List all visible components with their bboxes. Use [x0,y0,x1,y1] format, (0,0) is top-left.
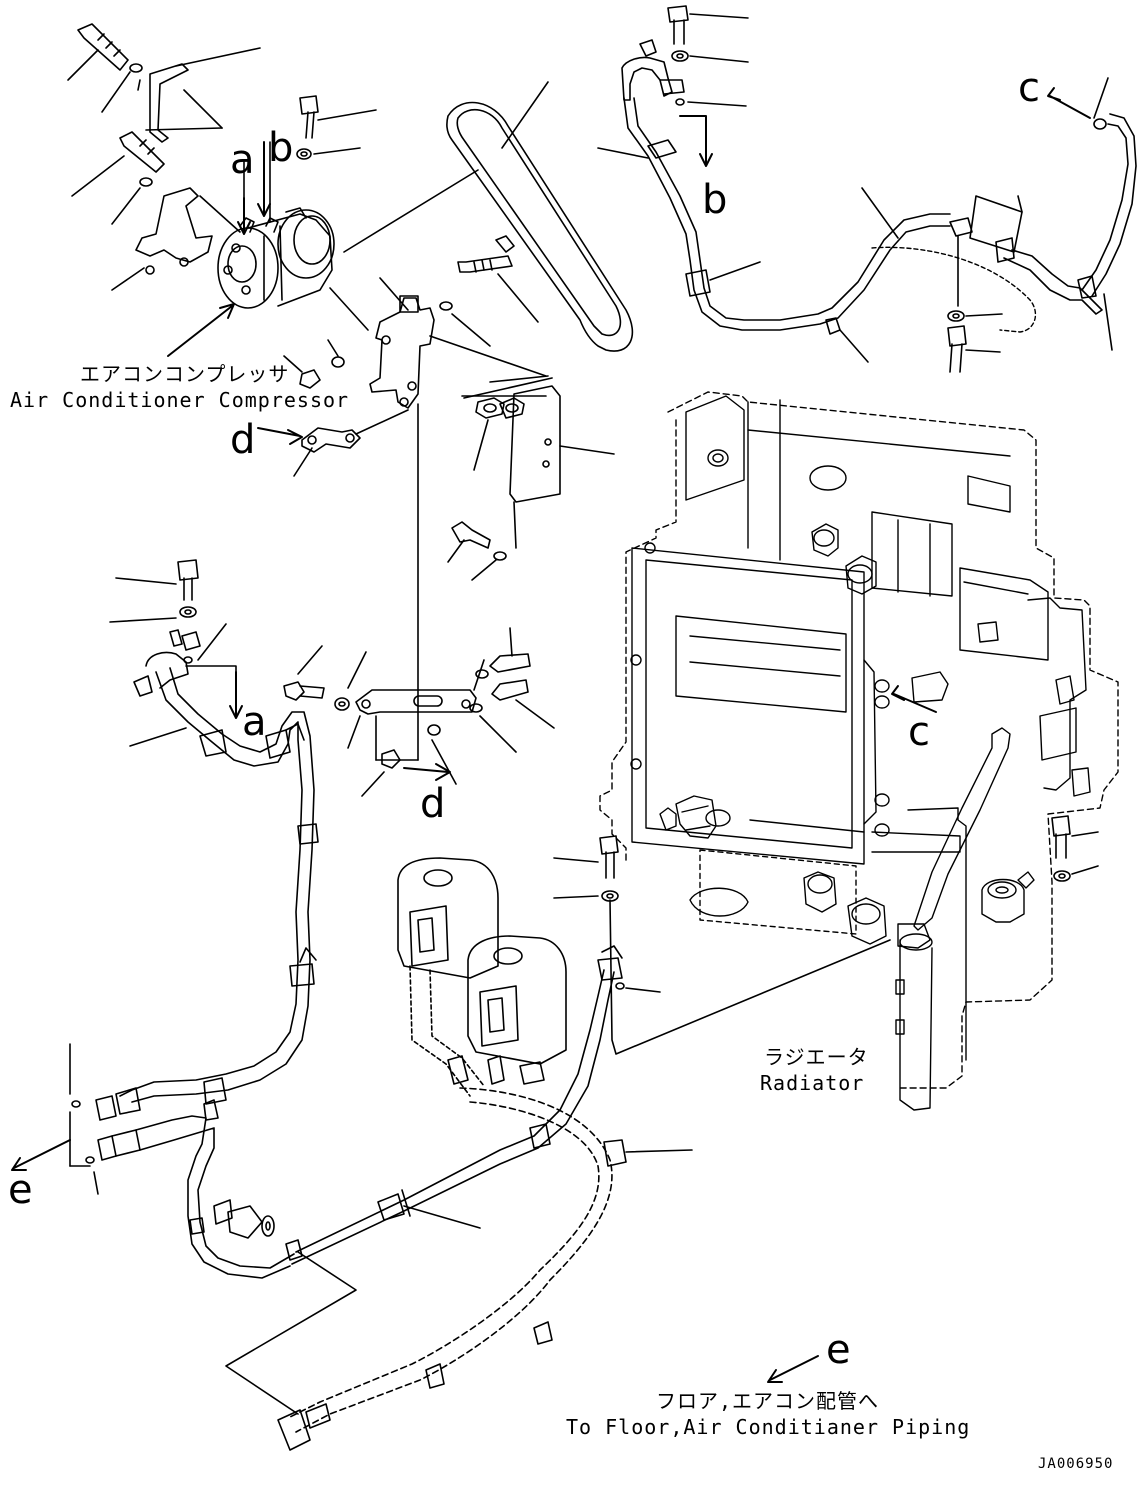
floor-piping [69,945,693,1451]
washer-tanks [397,857,567,1097]
bracket-d [293,409,409,477]
floor-label-en: To Floor,Air Conditianer Piping [566,1415,971,1439]
compressor-mount-bracket [369,277,549,761]
view-letter-b-right: b [702,177,728,223]
compressor-label-en: Air Conditioner Compressor [10,388,350,412]
side-bracket [463,377,615,549]
arrow-c-mid [891,685,937,713]
view-letter-d-mid: d [420,781,446,827]
arrow-b-top [257,141,271,217]
center-bolts [283,235,539,389]
side-bracket-bolt [447,521,507,581]
hose-a-lower [69,559,319,1121]
radiator-label-en: Radiator [760,1071,865,1095]
arrow-e-left [11,1139,71,1171]
v-belt [446,81,634,352]
arrow-d-left [257,427,303,445]
arrow-a-top [237,197,251,235]
compressor-bolts-group [67,23,377,225]
floor-label-jp: フロア,エアコン配管へ [656,1389,880,1413]
arrow-e-bottom [767,1355,819,1383]
arrow-a-mid [229,671,243,719]
view-letter-b-top: b [268,125,294,171]
tension-bracket [283,627,555,797]
radiator-assembly [599,246,1119,1111]
arrow-b-right [679,115,713,167]
radiator-label-jp: ラジエータ [764,1045,869,1069]
view-letter-e-bottom: e [826,1327,851,1373]
compressor-bracket-upper [137,47,261,143]
top-right-hose [597,5,1137,373]
air-conditioner-compressor [217,141,479,331]
view-letter-a-mid: a [242,699,267,745]
view-letter-c-top: c [1018,65,1040,111]
drawing-code: JA006950 [1038,1456,1114,1472]
compressor-label-jp: エアコンコンプレッサ [80,362,290,386]
view-letter-e-left: e [8,1167,33,1213]
view-letter-d-left: d [230,417,256,463]
arrow-d-mid [403,763,451,781]
compressor-bracket-lower [111,187,241,291]
view-letter-c-mid: c [908,709,930,755]
radiator-side-bolts [1051,815,1099,882]
view-letter-a-top: a [230,137,255,183]
radiator-hose-bolts [553,835,891,1055]
arrow-c-top [1047,87,1091,119]
arrow-compressor-leader [167,303,235,357]
